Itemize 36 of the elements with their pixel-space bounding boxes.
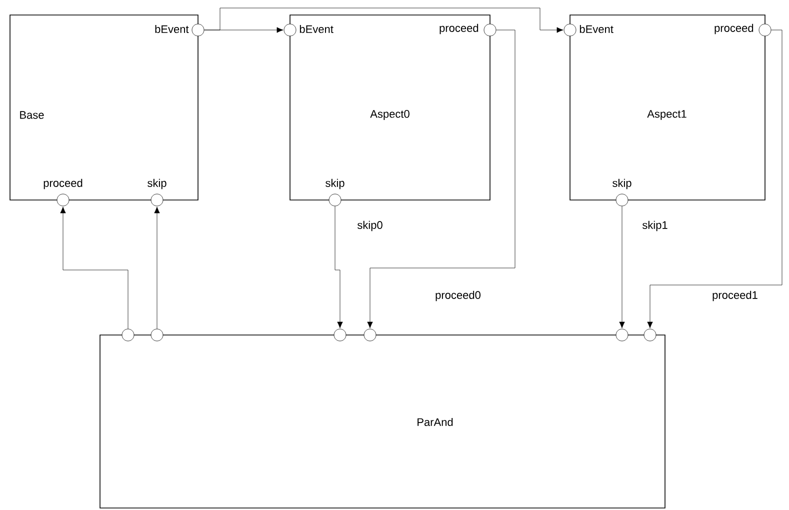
edge-label: skip0: [356, 220, 384, 232]
port-label: skip: [326, 178, 344, 190]
port-circle: [616, 194, 628, 206]
port-circle: [644, 328, 656, 342]
arrow: [647, 30, 782, 328]
arrow: [154, 206, 160, 329]
port-circle: [334, 328, 346, 342]
port-label: bEvent: [300, 24, 334, 34]
port-circle: [364, 328, 376, 342]
edge-label: proceed1: [711, 290, 759, 302]
port-label: bEvent: [155, 24, 189, 34]
arrow: [204, 8, 564, 33]
port-label: bEvent: [580, 24, 614, 34]
port-circle: [192, 24, 204, 36]
port-circle: [122, 328, 134, 342]
port-circle: [328, 194, 342, 206]
port-circle: [150, 328, 164, 342]
port-label: proceed: [440, 24, 478, 34]
arrow: [60, 206, 128, 329]
arrow: [334, 206, 343, 328]
port-label: proceed: [44, 178, 82, 190]
port-label: proceed: [714, 24, 754, 34]
edge-label: proceed0: [434, 290, 482, 302]
block-box: ParAnd: [100, 334, 666, 508]
port-label: skip: [148, 178, 166, 190]
port-circle: [150, 194, 164, 206]
arrow: [619, 206, 625, 328]
port-circle: [564, 24, 576, 36]
port-circle: [284, 24, 296, 36]
port-label: skip: [612, 178, 632, 190]
port-circle: [758, 24, 772, 36]
edge-label: skip1: [641, 220, 669, 232]
arrow: [367, 30, 516, 328]
port-circle: [616, 328, 628, 342]
port-circle: [484, 24, 496, 36]
port-circle: [56, 194, 70, 206]
